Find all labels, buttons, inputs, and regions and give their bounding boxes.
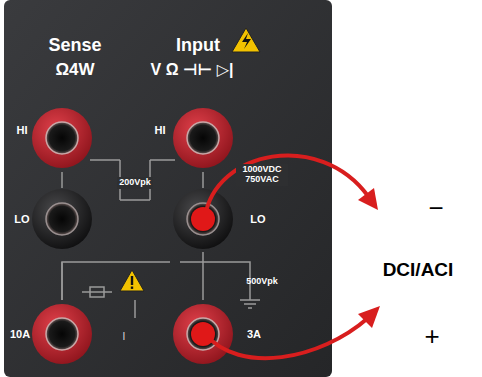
panel-label: 500Vpk — [246, 277, 278, 287]
ground-symbol — [240, 290, 260, 308]
panel-label: HI — [155, 124, 166, 136]
input-hi-terminal — [173, 108, 233, 168]
10a-terminal — [32, 304, 92, 364]
panel-label: I — [123, 331, 126, 342]
panel-label: 200Vpk — [117, 177, 153, 189]
arrowhead — [358, 188, 378, 210]
warning-triangle — [232, 28, 260, 52]
warning-triangle — [120, 270, 144, 291]
arrow-curve — [205, 318, 368, 358]
panel-label: 1000VDC 750VAC — [236, 164, 288, 186]
panel-label: HI — [17, 124, 28, 136]
front-panel — [4, 0, 332, 377]
probe-arrows — [191, 155, 380, 358]
panel-label: 10A — [10, 328, 30, 340]
arrow-curve — [205, 155, 368, 217]
panel-label: Sense — [48, 36, 101, 56]
panel-label: + — [424, 322, 439, 351]
panel-label: DCI/ACI — [383, 260, 454, 281]
panel-label: − — [428, 194, 443, 223]
probe-dot — [191, 322, 215, 346]
terminals — [32, 108, 233, 364]
sense-lo-terminal — [32, 189, 92, 249]
panel-label: LO — [14, 213, 29, 225]
input-lo-terminal — [173, 189, 233, 249]
panel-label: V Ω ⊣⊢ ▷| — [151, 61, 234, 79]
panel-label: 3A — [247, 328, 261, 340]
panel-label: LO — [250, 213, 265, 225]
probe-dot — [191, 207, 215, 231]
sense-hi-terminal — [32, 108, 92, 168]
3a-terminal — [173, 304, 233, 364]
panel-label: Input — [176, 36, 220, 56]
arrowhead — [358, 306, 380, 328]
panel-label: Ω4W — [55, 61, 94, 80]
